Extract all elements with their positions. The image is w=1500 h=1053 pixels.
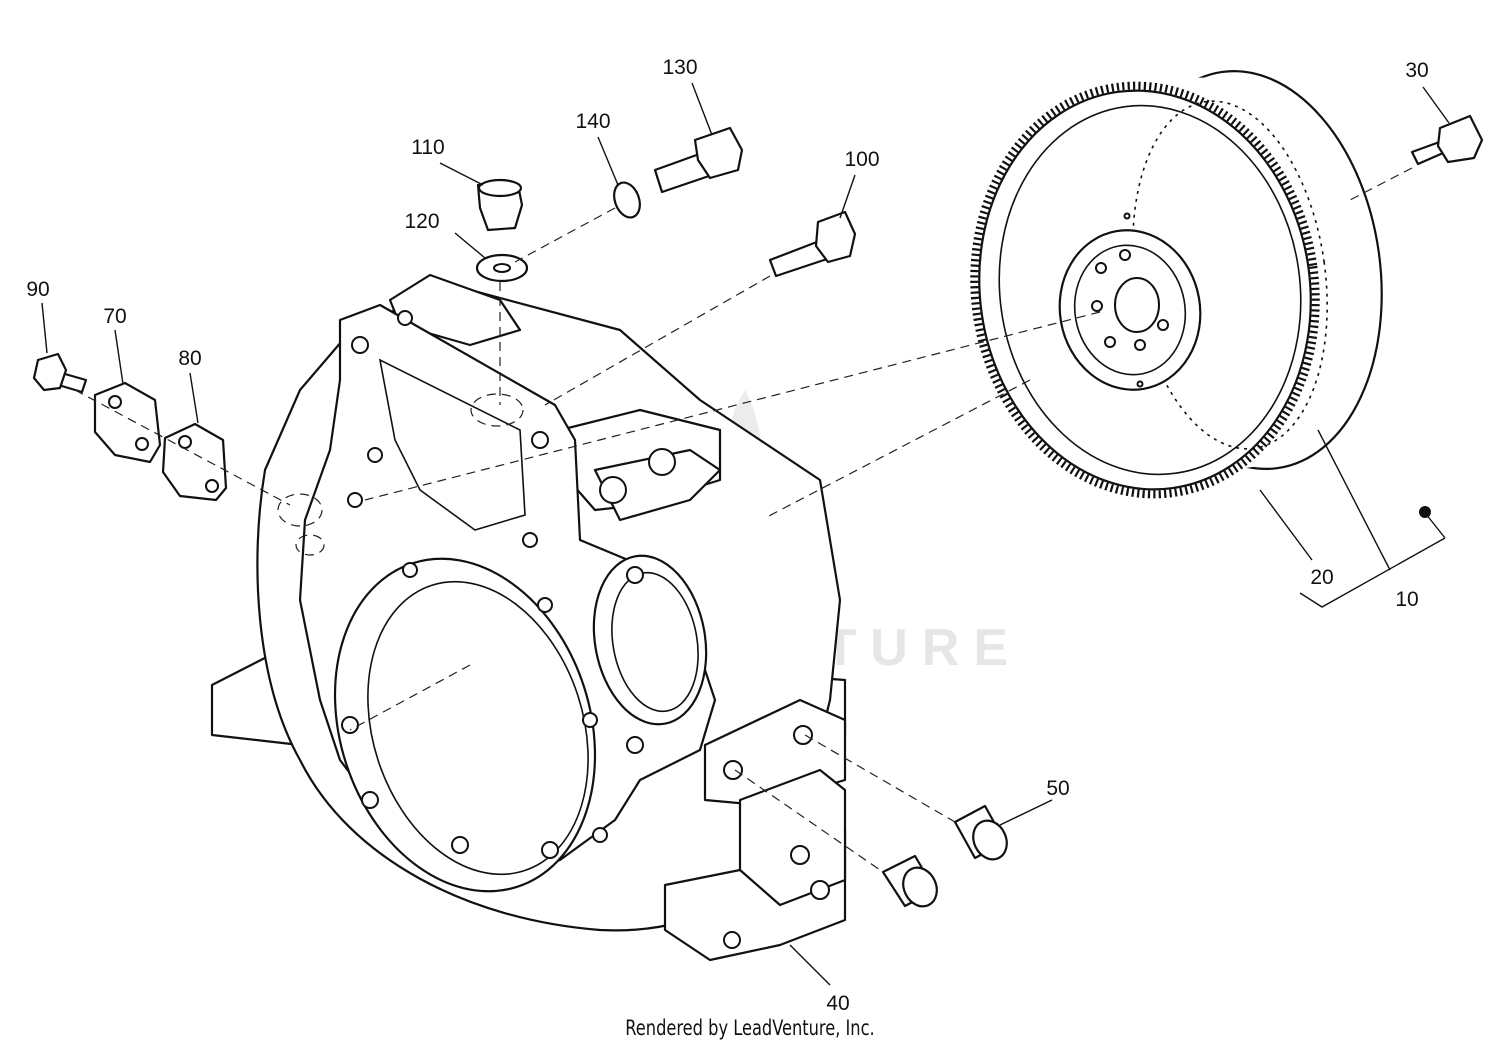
callout-10: 10 <box>1395 588 1418 611</box>
callout-70: 70 <box>103 305 126 328</box>
leader-lines <box>41 82 1450 986</box>
assembly-marker-dot <box>1419 506 1431 518</box>
flywheel-housing <box>210 273 847 962</box>
callout-20: 20 <box>1310 566 1333 589</box>
callout-120: 120 <box>404 210 439 233</box>
callout-110: 110 <box>411 136 444 159</box>
lock-washer-140 <box>613 181 641 219</box>
callout-40: 40 <box>826 992 849 1015</box>
callout-100: 100 <box>844 148 879 171</box>
assembly-lines <box>74 167 1413 873</box>
callout-140: 140 <box>575 110 610 133</box>
flywheel-bolt-30 <box>1410 114 1484 166</box>
flywheel <box>970 70 1383 499</box>
cover-bolt-90 <box>32 352 88 394</box>
callouts: 130 140 110 120 100 30 90 70 80 50 40 20… <box>26 56 1428 1015</box>
cap-screw-130 <box>653 126 744 194</box>
callout-130: 130 <box>662 56 697 79</box>
render-credit: Rendered by LeadVenture, Inc. <box>0 1016 1500 1040</box>
plug-110 <box>476 178 524 232</box>
callout-90: 90 <box>26 278 49 301</box>
callout-50: 50 <box>1046 777 1069 800</box>
housing-bolt-100 <box>768 210 857 278</box>
cover-plate-70 <box>93 381 162 464</box>
callout-80: 80 <box>178 347 201 370</box>
cover-gasket-80 <box>161 422 228 502</box>
render-credit-text: Rendered by LeadVenture, Inc. <box>625 1016 875 1040</box>
dowel-pin-50 <box>881 804 1008 908</box>
callout-30: 30 <box>1405 59 1428 82</box>
